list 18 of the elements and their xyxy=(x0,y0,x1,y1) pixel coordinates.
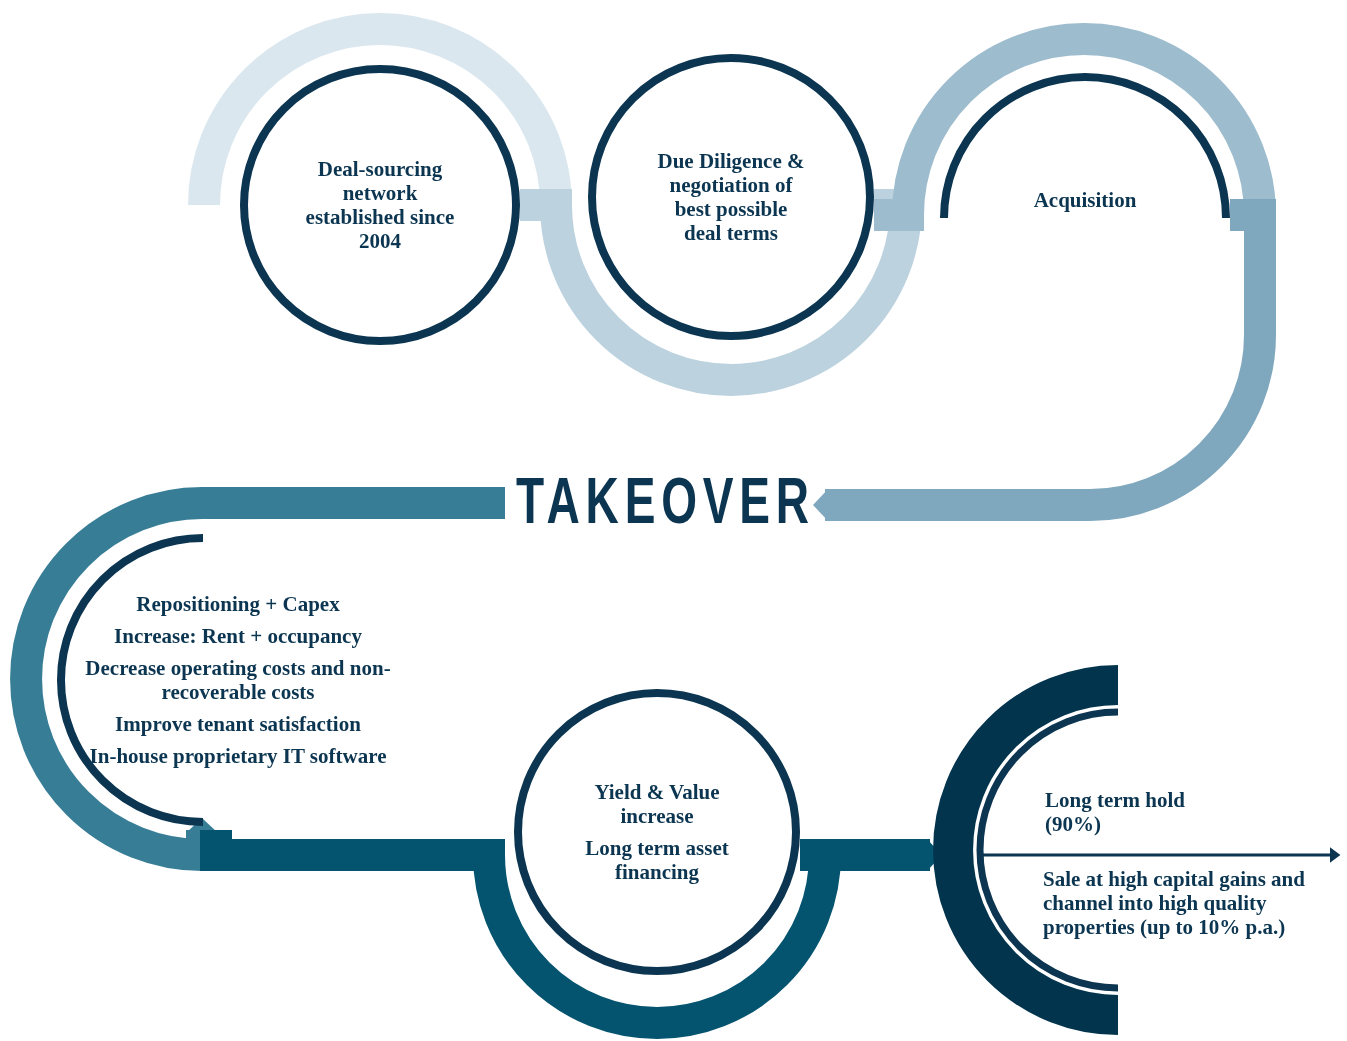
step-text: Deal-sourcing network established since 2004 xyxy=(305,157,455,253)
step-text: Improve tenant satisfaction xyxy=(115,712,361,736)
step-text: Repositioning + Capex xyxy=(136,592,340,616)
ribbon-connector xyxy=(200,830,841,1039)
ribbon-connector xyxy=(874,23,1276,231)
ribbon-connector xyxy=(520,189,922,396)
step-text: Due Diligence & negotiation of best possible deal terms xyxy=(656,149,806,245)
outcome-text: Long term hold (90%) xyxy=(1045,788,1186,836)
ribbon-connector xyxy=(813,199,1276,521)
step-text: Increase: Rent + occupancy xyxy=(114,624,362,648)
step-text: Yield & Value increase xyxy=(593,780,721,828)
step-text: Decrease operating costs and non-recoverable costs xyxy=(84,656,392,704)
step-text: In-house proprietary IT software xyxy=(89,744,387,768)
step-text: Long term asset financing xyxy=(584,836,730,884)
ribbon-connector xyxy=(10,487,506,871)
step-text: Acquisition xyxy=(1033,188,1137,212)
outcome-text: Sale at high capital gains and channel into high quality properties (up to 10% p.a.) xyxy=(1043,867,1306,939)
stage-heading: TAKEOVER xyxy=(515,466,815,536)
